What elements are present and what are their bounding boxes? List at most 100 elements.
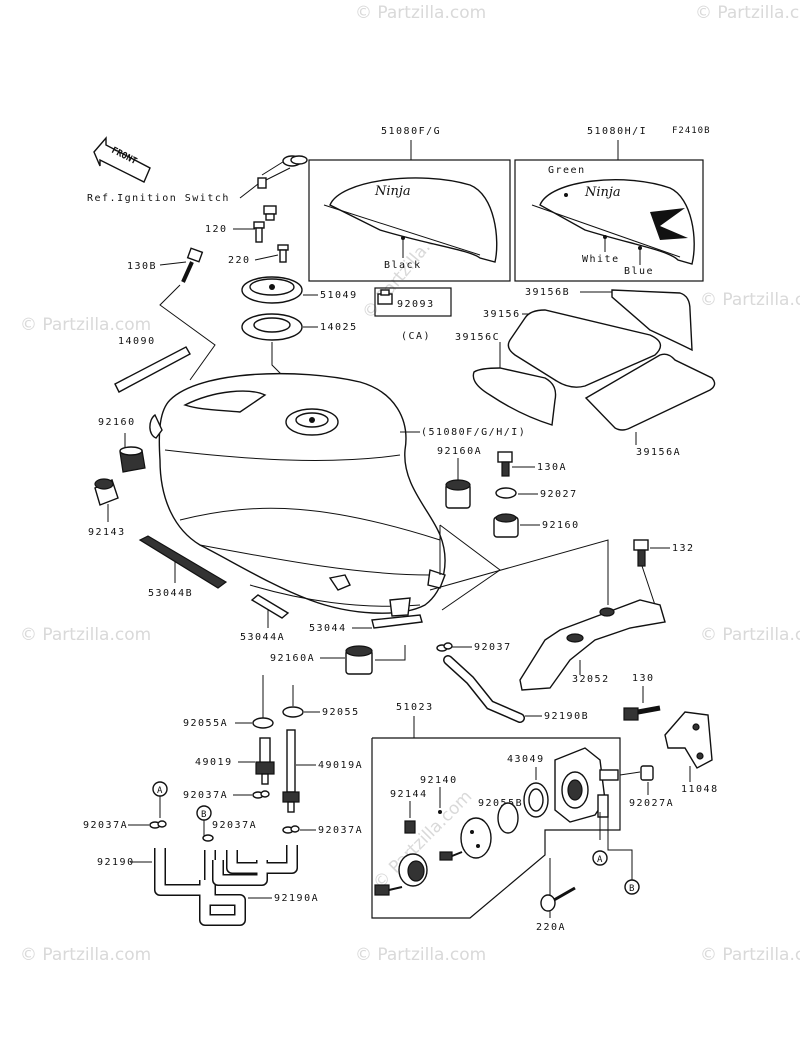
rubber-92160-icon	[119, 446, 146, 473]
part-label: 14090	[118, 336, 156, 347]
rubber-92160a-icon	[445, 479, 471, 509]
ca-box	[374, 287, 452, 317]
strip-14090-icon	[114, 346, 191, 393]
color-blue-label: Blue	[624, 266, 654, 277]
part-label: 92190A	[274, 893, 319, 904]
screw-icon	[439, 851, 463, 861]
hose-92190-icon	[155, 848, 245, 925]
part-label: 53044B	[148, 588, 193, 599]
watermark: © Partzilla.com	[695, 3, 800, 23]
diaphragm-43049-icon	[523, 782, 549, 818]
front-arrow-icon: FRONT	[93, 136, 151, 183]
ca-note: (CA)	[401, 331, 431, 342]
bolt-130a-icon	[497, 451, 513, 477]
part-label: 92055B	[478, 798, 523, 809]
petcock-plate-icon	[460, 817, 492, 859]
clip-92037a-icon	[202, 834, 214, 842]
rubber-92160-right-icon	[493, 513, 519, 538]
part-label: 130	[632, 673, 655, 684]
fuel-cap-icon	[241, 276, 303, 304]
pad-39156-icon	[507, 309, 662, 388]
watermark: © Partzilla.com	[20, 625, 151, 645]
part-label: 39156B	[525, 287, 570, 298]
part-label: 92143	[88, 527, 126, 538]
petcock-body-icon	[554, 747, 619, 823]
washer-92027-icon	[495, 487, 517, 499]
oring-92055b-icon	[497, 802, 519, 834]
oring-92055-icon	[282, 706, 304, 718]
part-label: 92160A	[270, 653, 315, 664]
bolt-120b-icon	[253, 221, 265, 243]
rubber-92160a-lower-icon	[345, 645, 373, 675]
clip-92037a-icon	[252, 790, 270, 799]
screw-220a-icon	[540, 886, 576, 912]
ninja-logo: Ninja	[584, 185, 621, 200]
spring-92144-icon	[404, 820, 416, 834]
part-label: 92160A	[437, 446, 482, 457]
strip-53044b-icon	[138, 535, 228, 589]
petcock-lever-icon	[398, 853, 428, 887]
pipe-49019-icon	[255, 737, 275, 785]
part-label: 92190	[97, 857, 135, 868]
bracket-32052-icon	[519, 599, 666, 691]
ignition-key-icon	[239, 155, 308, 199]
color-white-label: White	[582, 254, 620, 265]
part-label: 53044	[309, 623, 347, 634]
damper-92143-icon	[94, 478, 119, 506]
part-label: 49019	[195, 757, 233, 768]
bolt-120-icon	[263, 205, 277, 221]
part-label: 43049	[507, 754, 545, 765]
hose-92190b-icon	[444, 656, 524, 722]
pipe-49019a-icon	[282, 729, 300, 813]
color-green-label: Green	[548, 165, 586, 176]
clip-92037a-icon	[282, 825, 300, 834]
ref-ignition-label: Ref.Ignition Switch	[87, 193, 230, 204]
decal-box-right	[514, 159, 704, 282]
callout-a-label: A	[157, 786, 163, 796]
part-label: 92037	[474, 642, 512, 653]
part-label: 92055	[322, 707, 360, 718]
part-label: 39156C	[455, 332, 500, 343]
callout-b-label: B	[201, 810, 207, 820]
clip-92037a-icon	[149, 820, 167, 829]
part-label: 92055A	[183, 718, 228, 729]
watermark: © Partzilla.com	[700, 290, 800, 310]
part-label: 220A	[536, 922, 566, 933]
bracket-11048-icon	[664, 711, 713, 769]
part-label: 92037A	[83, 820, 128, 831]
part-label: 11048	[681, 784, 719, 795]
strip-53044-icon	[371, 614, 423, 629]
part-label: 32052	[572, 674, 610, 685]
part-label: 39156	[483, 309, 521, 320]
part-label: 92027A	[629, 798, 674, 809]
collar-92027a-icon	[640, 765, 654, 781]
fuel-tank-icon	[149, 372, 446, 617]
pad-39156c-icon	[472, 367, 557, 426]
part-label: 92160	[98, 417, 136, 428]
part-label: 92160	[542, 520, 580, 531]
cap-gasket-icon	[241, 313, 303, 341]
part-label: 92144	[390, 789, 428, 800]
petcock-group-label: 51023	[396, 702, 434, 713]
pad-39156b-icon	[611, 289, 693, 352]
hose-92190a-icon	[213, 845, 297, 885]
part-label: 130A	[537, 462, 567, 473]
decal-label-right: 51080H/I	[587, 126, 647, 137]
watermark: © Partzilla.com	[700, 945, 800, 965]
clip-92037-icon	[436, 642, 453, 652]
part-label: 14025	[320, 322, 358, 333]
decal-label-left: 51080F/G	[381, 126, 441, 137]
decal-box-left	[308, 159, 511, 282]
petcock-box	[371, 737, 621, 919]
part-label: 220	[228, 255, 251, 266]
watermark: © Partzilla.com	[20, 945, 151, 965]
part-label: 92140	[420, 775, 458, 786]
callout-a-label: A	[597, 855, 603, 865]
ninja-logo: Ninja	[374, 184, 411, 199]
part-label: 120	[205, 224, 228, 235]
part-label: 49019A	[318, 760, 363, 771]
part-label: 39156A	[636, 447, 681, 458]
part-label: 53044A	[240, 632, 285, 643]
watermark: © Partzilla.com	[700, 625, 800, 645]
